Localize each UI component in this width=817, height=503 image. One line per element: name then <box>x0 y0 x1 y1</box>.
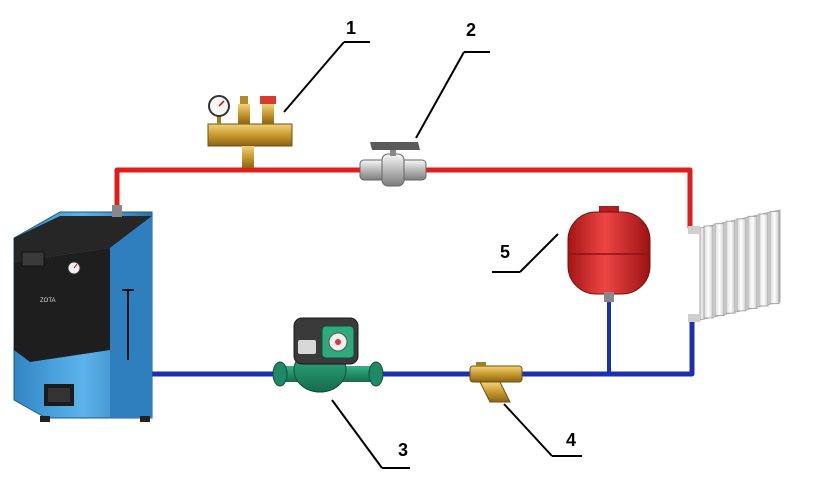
radiator-section <box>758 213 769 307</box>
callout-label-4: 4 <box>566 430 576 450</box>
radiator-section <box>747 215 758 309</box>
callout-label-2: 2 <box>466 20 476 40</box>
callout-label-5: 5 <box>500 242 510 262</box>
solid-fuel-boiler-icon: ZOTA <box>13 205 153 422</box>
radiator-section <box>703 225 714 319</box>
callout-4: 4 <box>503 403 582 457</box>
return-pipe <box>150 300 695 377</box>
callout-2: 2 <box>415 20 490 139</box>
ball-valve-icon <box>359 142 427 187</box>
radiator-section <box>714 223 725 317</box>
expansion-tank-icon <box>567 206 651 302</box>
radiator-icon <box>688 209 781 322</box>
safety-group-icon <box>207 95 293 168</box>
callout-5: 5 <box>492 233 559 273</box>
circulation-pump-icon <box>272 317 384 393</box>
radiator-section <box>769 211 780 305</box>
boiler-brand-mark: ZOTA <box>40 298 56 304</box>
callout-label-3: 3 <box>398 440 408 460</box>
radiator-section <box>725 220 736 314</box>
y-strainer-icon <box>469 362 523 403</box>
callout-1: 1 <box>283 18 370 113</box>
radiator-section <box>736 218 747 312</box>
callout-3: 3 <box>331 399 410 469</box>
callout-label-1: 1 <box>346 18 356 38</box>
